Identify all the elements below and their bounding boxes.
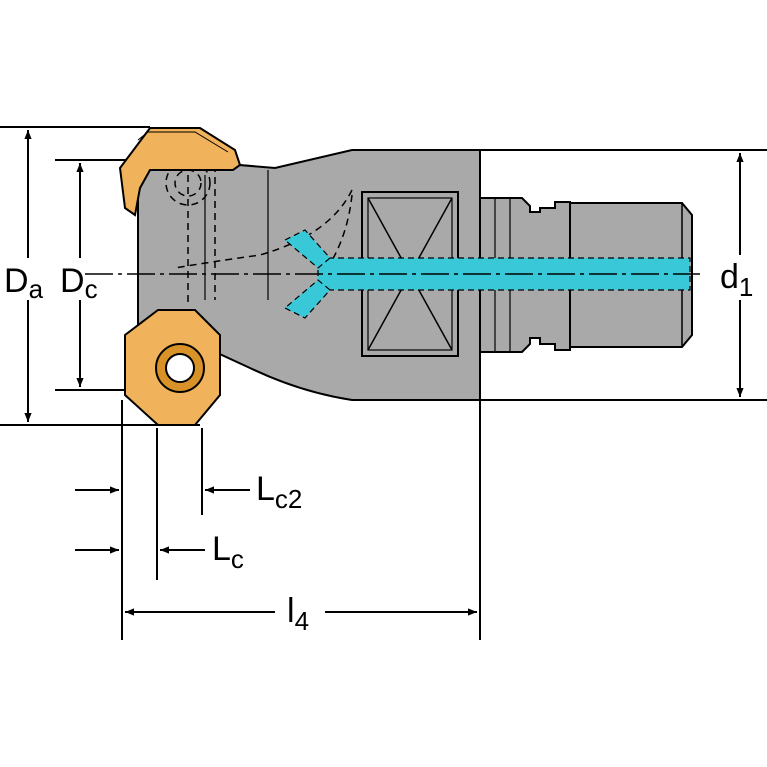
label-l4: l4 — [287, 592, 309, 636]
coolant-channel — [283, 229, 691, 319]
extension-lines — [0, 126, 767, 640]
insert-top — [118, 127, 242, 217]
insert-bottom — [124, 309, 221, 426]
label-Lc: Lc — [212, 530, 244, 574]
dimension-lines — [24, 130, 744, 616]
label-d1: d1 — [720, 258, 753, 302]
label-Dc: Dc — [60, 262, 98, 304]
cutter-head — [137, 149, 481, 401]
label-Lc2: Lc2 — [256, 470, 302, 514]
label-Da: Da — [4, 262, 44, 304]
